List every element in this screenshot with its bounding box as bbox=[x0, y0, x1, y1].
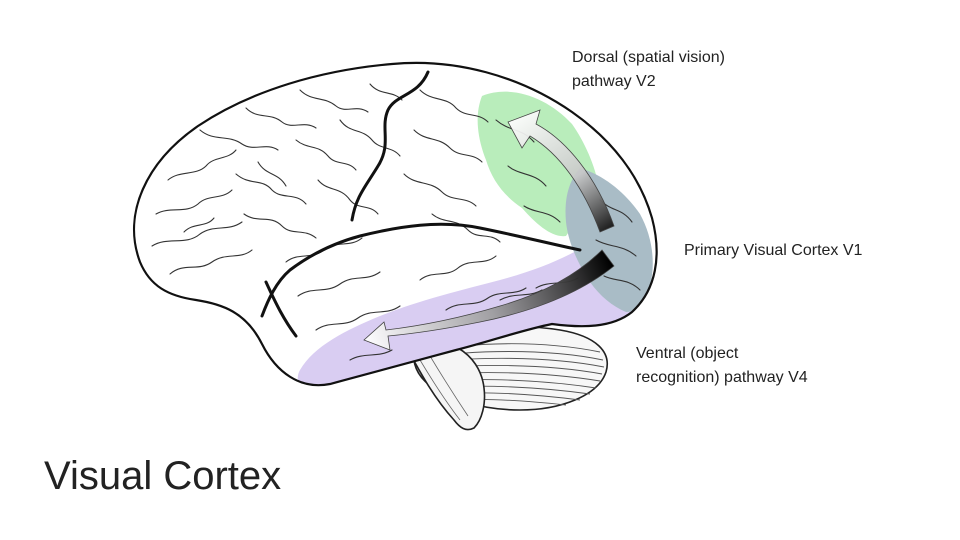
ventral-label-line1: Ventral (object bbox=[636, 345, 739, 362]
dorsal-pathway-arrow bbox=[507, 109, 615, 233]
primary-label-text: Primary Visual Cortex V1 bbox=[684, 242, 863, 259]
ventral-pathway-arrow bbox=[363, 249, 615, 351]
slide-title: Visual Cortex bbox=[44, 454, 282, 498]
ventral-pathway-label: Ventral (object recognition) pathway V4 bbox=[636, 342, 856, 390]
ventral-label-line2: recognition) pathway V4 bbox=[636, 369, 808, 386]
brain-gyri bbox=[151, 83, 641, 361]
brain-stem bbox=[406, 347, 486, 431]
dorsal-label-line1: Dorsal (spatial vision) bbox=[572, 49, 725, 66]
dorsal-label-line2: pathway V2 bbox=[572, 73, 656, 90]
dorsal-pathway-label: Dorsal (spatial vision) pathway V2 bbox=[572, 46, 772, 94]
primary-visual-cortex-label: Primary Visual Cortex V1 bbox=[684, 239, 904, 263]
